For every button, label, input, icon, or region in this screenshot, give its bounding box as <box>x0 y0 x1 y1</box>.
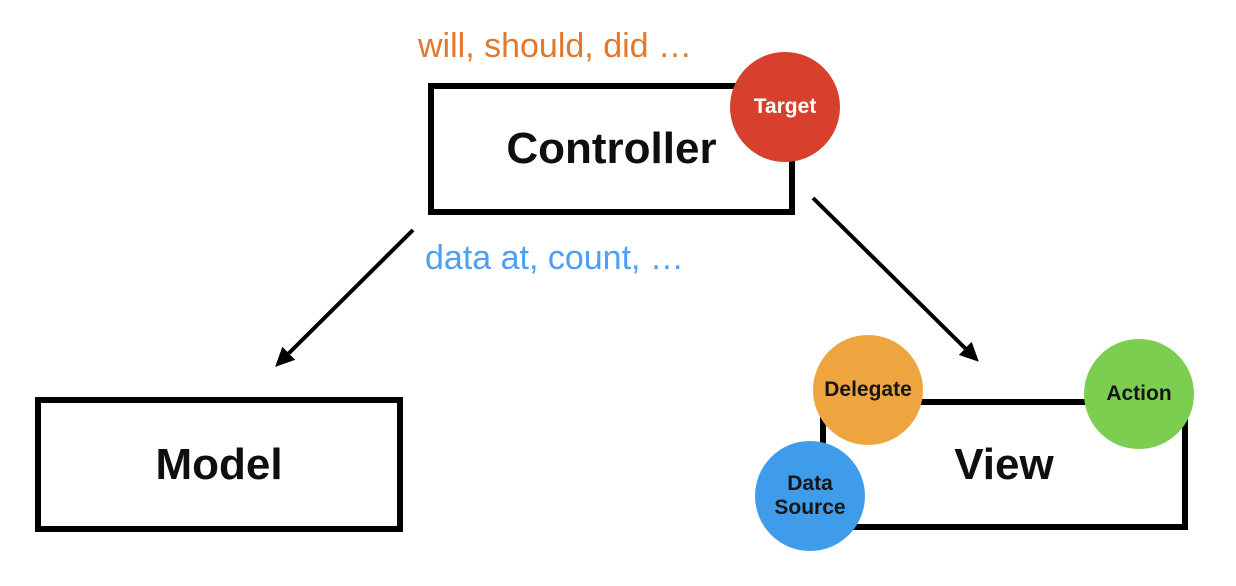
model-label: Model <box>155 439 283 489</box>
delegate-badge-label: Delegate <box>824 378 912 402</box>
controller-label: Controller <box>506 124 717 173</box>
view-label: View <box>954 439 1054 489</box>
model-box: Model <box>35 397 403 532</box>
arrow-controller-to-view <box>811 196 979 362</box>
data-source-badge-label: Data Source <box>774 472 846 519</box>
action-badge-label: Action <box>1106 382 1172 406</box>
note-data-at-count: data at, count, … <box>425 239 684 277</box>
delegate-badge: Delegate <box>813 335 923 445</box>
target-badge: Target <box>730 52 840 162</box>
arrow-controller-to-model <box>275 228 415 367</box>
note-will-should-did: will, should, did … <box>418 27 693 65</box>
action-badge: Action <box>1084 339 1194 449</box>
target-badge-label: Target <box>753 95 817 119</box>
data-source-badge: Data Source <box>755 441 865 551</box>
